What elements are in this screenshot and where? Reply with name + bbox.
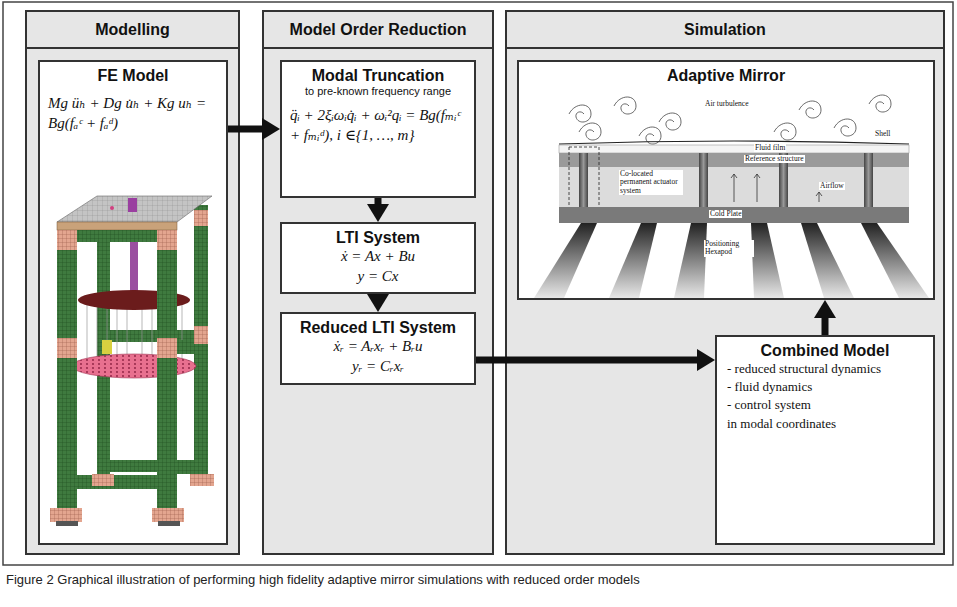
list-item: - control system	[727, 396, 925, 414]
box-title: Reduced LTI System	[290, 319, 466, 337]
panel: Model Order ReductionModal Truncationto …	[262, 10, 494, 555]
list-item: - fluid dynamics	[727, 378, 925, 396]
equation: yᵣ = Cᵣxᵣ	[290, 357, 466, 377]
process-box: Reduced LTI Systemẋᵣ = Aᵣxᵣ + Bᵣuyᵣ = Cᵣ…	[280, 312, 476, 385]
equation: ẋ = Ax + Bu	[290, 247, 466, 267]
panel-heading: Simulation	[507, 12, 943, 49]
process-box: Combined Model- reduced structural dynam…	[715, 335, 935, 545]
panel-heading: Model Order Reduction	[264, 12, 492, 49]
equation: Mg üₕ + Dg u̇ₕ + Kg uₕ = Bg(fₐᶜ + fₐᵈ)	[48, 93, 218, 134]
part-label: Cold Plate	[709, 210, 742, 218]
part-label: Fluid film	[754, 144, 786, 152]
box-title: Adaptive Mirror	[527, 67, 925, 85]
process-box: Modal Truncationto pre-known frequency r…	[280, 60, 476, 198]
figure-caption: Figure 2 Graphical illustration of perfo…	[6, 572, 946, 587]
list-item: - reduced structural dynamics	[727, 360, 925, 378]
process-box: LTI Systemẋ = Ax + Buy = Cx	[280, 222, 476, 294]
part-label: Air turbulence	[704, 100, 750, 108]
part-label: Shell	[874, 130, 891, 138]
flow-arrow	[375, 198, 382, 206]
box-title: Modal Truncation	[290, 67, 466, 85]
flow-arrow	[228, 126, 264, 133]
flow-arrow	[822, 316, 829, 335]
part-label: Airflow	[819, 182, 845, 190]
adaptive-mirror-illustration	[519, 92, 933, 298]
subtitle: to pre-known frequency range	[290, 85, 466, 97]
box-title: FE Model	[48, 67, 218, 85]
flow-arrow	[375, 294, 382, 296]
equation: y = Cx	[290, 267, 466, 287]
box-title: Combined Model	[725, 342, 925, 360]
box-title: LTI System	[290, 229, 466, 247]
equation: q̈ᵢ + 2ξᵢωᵢq̇ᵢ + ωᵢ²qᵢ = Bg(fₘᵢᶜ + fₘᵢᵈ)…	[290, 105, 466, 146]
equation: ẋᵣ = Aᵣxᵣ + Bᵣu	[290, 337, 466, 357]
part-label: Co-located permanent actuator system	[619, 170, 683, 195]
panel: SimulationAdaptive MirrorAir turbulenceS…	[505, 10, 945, 555]
part-label: Reference structure	[744, 155, 805, 163]
list-item: in modal coordinates	[727, 415, 925, 433]
flow-arrow	[476, 357, 699, 364]
part-label: Positioning Hexapod	[704, 240, 754, 257]
fe-mesh-illustration	[42, 190, 224, 535]
panel-heading: Modelling	[27, 12, 238, 49]
